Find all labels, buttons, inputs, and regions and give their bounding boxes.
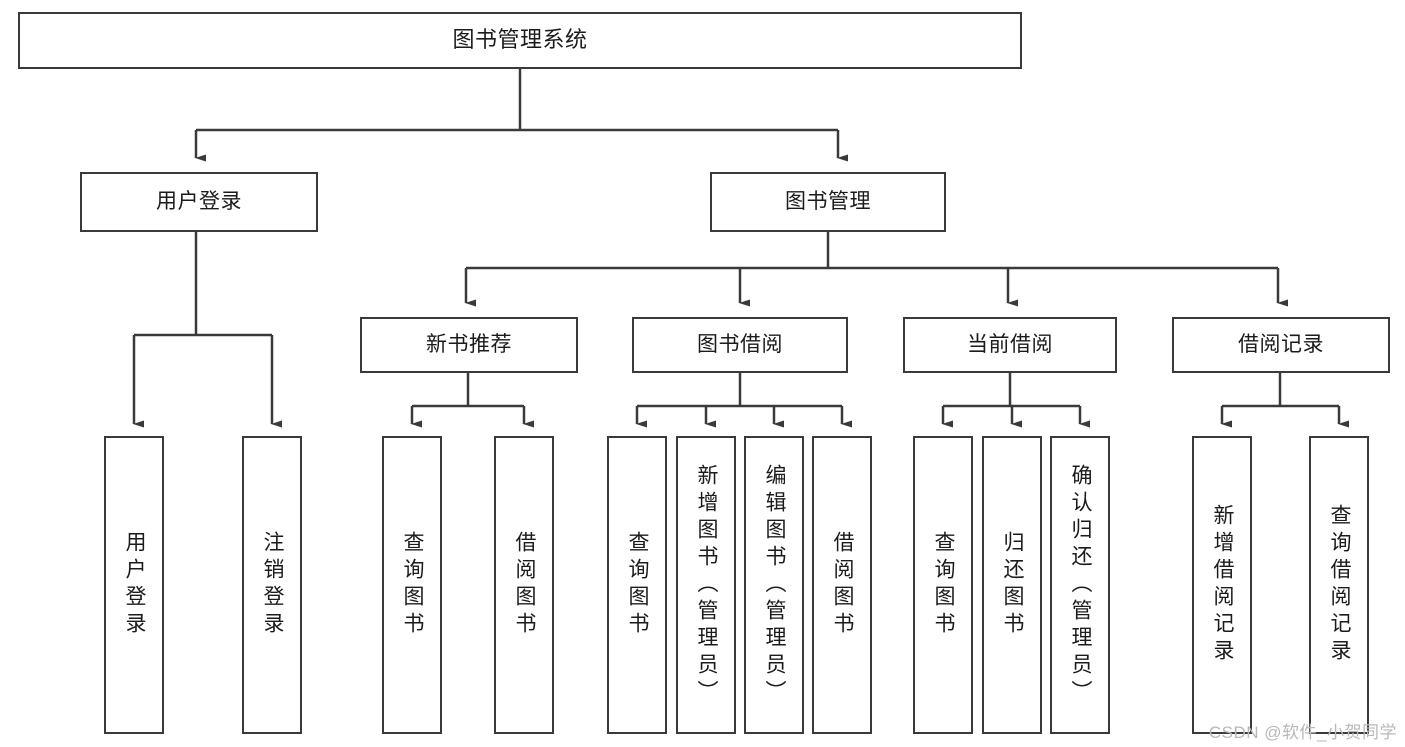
node-leaf-logout-label: 注销登录	[261, 531, 285, 639]
node-leaf-user-login-label: 用户登录	[123, 531, 147, 639]
node-leaf-borrow-book-2-label: 借阅图书	[831, 531, 855, 639]
node-leaf-logout[interactable]: 注销登录	[242, 436, 302, 734]
node-borrow-record[interactable]: 借阅记录	[1172, 317, 1390, 373]
node-current-borrow[interactable]: 当前借阅	[903, 317, 1117, 373]
node-leaf-query-book-1[interactable]: 查询图书	[382, 436, 442, 734]
node-leaf-borrow-book-2[interactable]: 借阅图书	[812, 436, 872, 734]
node-current-borrow-label: 当前借阅	[967, 333, 1053, 357]
csdn-watermark: CSDN @软件_小贺同学	[1208, 723, 1397, 742]
node-book-manage-label: 图书管理	[785, 190, 871, 214]
node-user-login[interactable]: 用户登录	[80, 172, 318, 232]
node-root-system[interactable]: 图书管理系统	[18, 12, 1022, 69]
node-leaf-add-borrow-record[interactable]: 新增借阅记录	[1192, 436, 1252, 734]
node-leaf-query-book-1-label: 查询图书	[401, 531, 425, 639]
node-leaf-add-borrow-record-label: 新增借阅记录	[1211, 504, 1235, 666]
node-leaf-return-book[interactable]: 归还图书	[982, 436, 1042, 734]
node-new-book-recommendation-label: 新书推荐	[426, 333, 512, 357]
node-leaf-edit-book-admin-label: 编辑图书（管理员）	[763, 463, 787, 707]
node-leaf-add-book-admin[interactable]: 新增图书（管理员）	[676, 436, 736, 734]
node-book-borrow-label: 图书借阅	[697, 333, 783, 357]
node-user-login-label: 用户登录	[156, 190, 242, 214]
node-leaf-query-book-3[interactable]: 查询图书	[913, 436, 973, 734]
node-leaf-borrow-book-1[interactable]: 借阅图书	[494, 436, 554, 734]
node-leaf-borrow-book-1-label: 借阅图书	[513, 531, 537, 639]
node-new-book-recommendation[interactable]: 新书推荐	[360, 317, 578, 373]
node-leaf-return-book-label: 归还图书	[1001, 531, 1025, 639]
node-leaf-query-book-2-label: 查询图书	[626, 531, 650, 639]
node-leaf-add-book-admin-label: 新增图书（管理员）	[695, 463, 719, 707]
node-leaf-edit-book-admin[interactable]: 编辑图书（管理员）	[744, 436, 804, 734]
node-leaf-confirm-return-admin[interactable]: 确认归还（管理员）	[1050, 436, 1110, 734]
node-borrow-record-label: 借阅记录	[1238, 333, 1324, 357]
node-book-manage[interactable]: 图书管理	[710, 172, 946, 232]
node-root-system-label: 图书管理系统	[452, 27, 588, 53]
node-leaf-user-login[interactable]: 用户登录	[104, 436, 164, 734]
node-leaf-query-book-3-label: 查询图书	[932, 531, 956, 639]
node-leaf-confirm-return-admin-label: 确认归还（管理员）	[1069, 463, 1093, 707]
node-leaf-query-borrow-record[interactable]: 查询借阅记录	[1309, 436, 1369, 734]
node-leaf-query-borrow-record-label: 查询借阅记录	[1328, 504, 1352, 666]
node-book-borrow[interactable]: 图书借阅	[632, 317, 848, 373]
node-leaf-query-book-2[interactable]: 查询图书	[607, 436, 667, 734]
